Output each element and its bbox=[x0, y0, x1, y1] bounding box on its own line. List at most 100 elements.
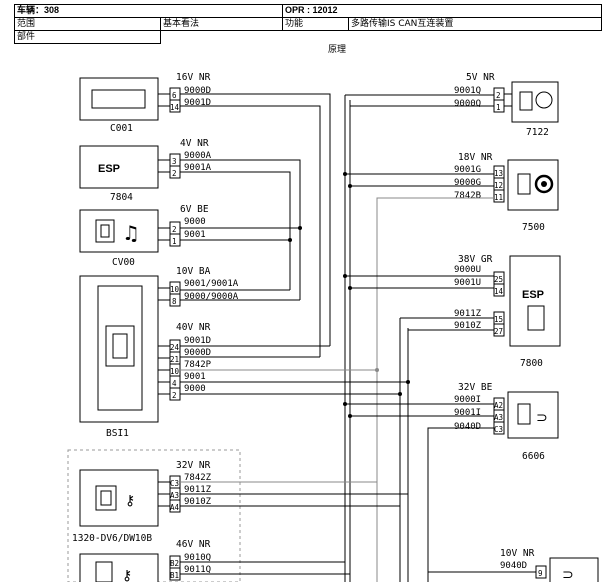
component-cv00[interactable]: ♫ CV00 6V BE 2 1 9000 9001 bbox=[79, 204, 209, 268]
svg-text:9010Q: 9010Q bbox=[184, 553, 211, 563]
svg-text:38V GR: 38V GR bbox=[458, 254, 493, 265]
c001-label: C001 bbox=[110, 123, 133, 134]
svg-text:9001I: 9001I bbox=[454, 408, 481, 418]
cv00-label: CV00 bbox=[112, 257, 135, 268]
component-7800[interactable]: 38V GR 9000U 9001U 9011Z 9010Z 25 14 15 … bbox=[454, 254, 561, 369]
svg-text:9000I: 9000I bbox=[454, 395, 481, 405]
svg-text:1: 1 bbox=[496, 103, 501, 112]
svg-text:11: 11 bbox=[494, 193, 503, 202]
svg-text:9000U: 9000U bbox=[454, 265, 481, 275]
part-label: 部件 bbox=[14, 30, 161, 44]
svg-text:9001: 9001 bbox=[184, 372, 206, 382]
svg-text:9: 9 bbox=[538, 569, 543, 578]
svg-text:C3: C3 bbox=[170, 479, 179, 488]
esp-icon: ESP bbox=[98, 163, 120, 175]
bsi1-label: BSI1 bbox=[106, 428, 129, 439]
svg-text:9000Q: 9000Q bbox=[454, 99, 481, 109]
svg-text:9000: 9000 bbox=[184, 217, 206, 227]
svg-text:4: 4 bbox=[172, 379, 177, 388]
svg-text:32V NR: 32V NR bbox=[176, 460, 211, 471]
svg-text:9001: 9001 bbox=[184, 230, 206, 240]
svg-text:9040D: 9040D bbox=[454, 422, 481, 432]
svg-text:21: 21 bbox=[170, 355, 179, 364]
svg-text:A2: A2 bbox=[494, 401, 503, 410]
fog-lamp-icon: ⊃ bbox=[562, 567, 574, 582]
svg-text:27: 27 bbox=[494, 327, 503, 336]
1320-label: 1320-DV6/DW10B bbox=[72, 533, 152, 544]
esp-icon-right: ESP bbox=[522, 289, 544, 301]
svg-text:12: 12 bbox=[494, 181, 503, 190]
injector-icon: ⚷ bbox=[125, 493, 135, 509]
svg-text:24: 24 bbox=[170, 343, 180, 352]
component-7804[interactable]: ESP 7804 4V NR 3 2 9000A 9001A bbox=[79, 138, 212, 203]
pump-icon: ⚷ bbox=[122, 568, 132, 582]
component-7500[interactable]: 18V NR 9001G 9000G 7842B 13 12 11 7500 bbox=[454, 152, 559, 233]
headlamp-icon: ⊃ bbox=[536, 410, 548, 426]
svg-text:2: 2 bbox=[172, 225, 177, 234]
function-value: 多路传输IS CAN互连装置 bbox=[348, 17, 602, 31]
header-table: 车辆：308 OPR : 12012 范围 基本看法 功能 多路传输IS CAN… bbox=[14, 4, 602, 60]
svg-text:2: 2 bbox=[172, 391, 177, 400]
svg-text:2: 2 bbox=[496, 91, 501, 100]
svg-text:18V NR: 18V NR bbox=[458, 152, 493, 163]
svg-text:3: 3 bbox=[172, 157, 177, 166]
component-right-bottom[interactable]: 10V NR 9040D 9 ⊃ bbox=[500, 548, 599, 582]
speaker-icon bbox=[534, 174, 554, 194]
svg-text:9000D: 9000D bbox=[184, 348, 211, 358]
svg-text:5V NR: 5V NR bbox=[466, 72, 495, 83]
7804-label: 7804 bbox=[110, 192, 133, 203]
7500-label: 7500 bbox=[522, 222, 545, 233]
svg-text:46V NR: 46V NR bbox=[176, 539, 211, 550]
svg-text:9000A: 9000A bbox=[184, 151, 212, 161]
svg-text:4V NR: 4V NR bbox=[180, 138, 209, 149]
svg-text:15: 15 bbox=[494, 315, 503, 324]
svg-text:9000/9000A: 9000/9000A bbox=[184, 292, 239, 302]
svg-text:9000: 9000 bbox=[184, 384, 206, 394]
engine-ecu-group bbox=[67, 449, 241, 582]
component-ecu-bottom[interactable]: ⚷ 46V NR B2 B1 9010Q 9011Q bbox=[79, 539, 211, 582]
svg-text:13: 13 bbox=[494, 169, 503, 178]
svg-text:9040D: 9040D bbox=[500, 561, 527, 571]
svg-text:9001/9001A: 9001/9001A bbox=[184, 279, 239, 289]
svg-text:8: 8 bbox=[172, 297, 177, 306]
horn-icon bbox=[535, 91, 553, 109]
svg-text:10V BA: 10V BA bbox=[176, 266, 211, 277]
svg-text:C3: C3 bbox=[494, 425, 503, 434]
svg-text:A3: A3 bbox=[494, 413, 503, 422]
svg-text:9010Z: 9010Z bbox=[184, 497, 212, 507]
svg-text:9011Q: 9011Q bbox=[184, 565, 211, 575]
svg-text:9001A: 9001A bbox=[184, 163, 212, 173]
svg-text:9010Z: 9010Z bbox=[454, 321, 482, 331]
principle-label: 原理 bbox=[327, 44, 346, 55]
svg-text:10V NR: 10V NR bbox=[500, 548, 535, 559]
component-1320[interactable]: ⚷ 1320-DV6/DW10B 32V NR C3 A3 A4 7842Z 9… bbox=[72, 460, 212, 544]
component-6606[interactable]: 32V BE 9000I 9001I 9040D A2 A3 C3 ⊃ 6606 bbox=[454, 382, 559, 462]
scope-value: 基本看法 bbox=[160, 17, 283, 31]
svg-text:9001U: 9001U bbox=[454, 278, 481, 288]
svg-text:A4: A4 bbox=[170, 503, 180, 512]
svg-text:7842B: 7842B bbox=[454, 191, 481, 201]
svg-text:10: 10 bbox=[170, 285, 180, 294]
c001-voltage: 16V NR bbox=[176, 72, 211, 83]
svg-text:7842Z: 7842Z bbox=[184, 473, 212, 483]
7122-label: 7122 bbox=[526, 127, 549, 138]
7800-label: 7800 bbox=[520, 358, 543, 369]
svg-text:1: 1 bbox=[172, 237, 177, 246]
svg-text:9011Z: 9011Z bbox=[184, 485, 212, 495]
component-7122[interactable]: 5V NR 9001Q 9000Q 2 1 7122 bbox=[454, 72, 559, 138]
component-c001[interactable]: C001 16V NR 6 14 9000D 9001D bbox=[79, 72, 211, 134]
svg-text:14: 14 bbox=[170, 103, 180, 112]
svg-text:9001D: 9001D bbox=[184, 98, 211, 108]
svg-text:7842P: 7842P bbox=[184, 360, 212, 370]
svg-text:B1: B1 bbox=[170, 571, 179, 580]
svg-text:9011Z: 9011Z bbox=[454, 309, 482, 319]
svg-text:10: 10 bbox=[170, 367, 180, 376]
svg-text:9001Q: 9001Q bbox=[454, 86, 481, 96]
svg-text:25: 25 bbox=[494, 275, 503, 284]
svg-text:A3: A3 bbox=[170, 491, 179, 500]
svg-text:6V BE: 6V BE bbox=[180, 204, 209, 215]
music-note-icon: ♫ bbox=[122, 221, 140, 245]
svg-text:9000G: 9000G bbox=[454, 178, 481, 188]
component-bsi1[interactable]: BSI1 10V BA 10 8 9001/9001A 9000/9000A 4… bbox=[79, 266, 239, 439]
